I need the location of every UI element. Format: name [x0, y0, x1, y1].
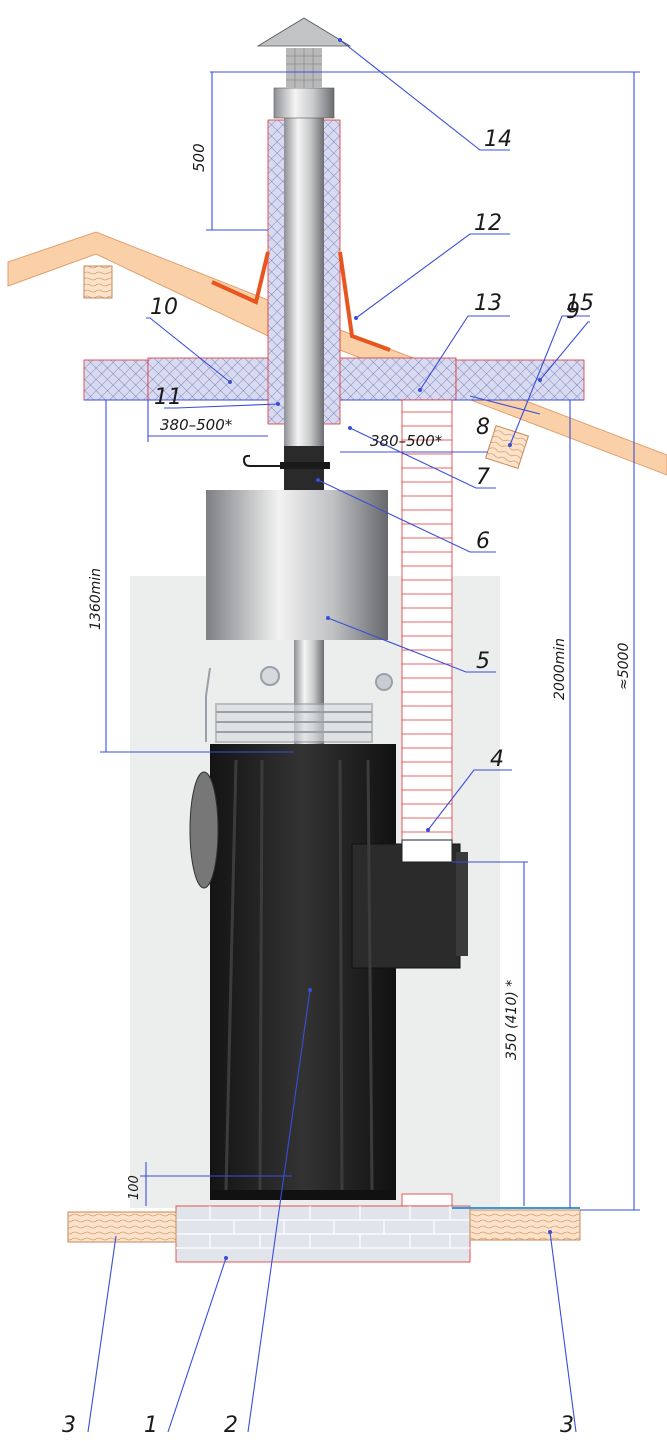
- dim-door-height: 350 (410) *: [504, 980, 520, 1060]
- callout-14: 14: [484, 127, 512, 152]
- stove-2: [189, 744, 468, 1200]
- roof-flashing-12: [211, 251, 391, 352]
- callout-5: 5: [476, 649, 490, 674]
- brick-wall-4: [401, 399, 453, 1207]
- dim-ceiling-to-stove: 1360min: [88, 568, 104, 630]
- clamp: [280, 462, 330, 469]
- callout-6: 6: [476, 529, 490, 554]
- callout-10: 10: [150, 295, 178, 320]
- callout-11: 11: [154, 385, 182, 410]
- ceiling: [83, 357, 585, 401]
- leader-dots: [224, 38, 552, 1260]
- callout-4: 4: [490, 747, 504, 772]
- roof-left-slope: [7, 231, 269, 337]
- leader-lines: [87, 39, 590, 1433]
- water-tank-5: [206, 490, 388, 640]
- floor-board-left: [67, 1211, 177, 1243]
- pipe-collar: [273, 87, 335, 119]
- floor-board-right: [469, 1209, 581, 1241]
- stove-side-window: [189, 771, 219, 889]
- dim-ceiling-clearance: 380–500*: [160, 416, 233, 434]
- callout-15: 15: [566, 291, 594, 316]
- roof-beam-15: [484, 424, 530, 470]
- callout-7: 7: [476, 465, 490, 490]
- dim-roof-clearance: 380–500*: [370, 432, 443, 450]
- ceiling-board-right: [455, 359, 585, 401]
- callout-9: 9: [566, 299, 580, 324]
- dim-floor-to-ceiling: 2000min: [552, 638, 568, 700]
- callout-8: 8: [476, 415, 490, 440]
- callout-3-left: 3: [62, 1413, 76, 1438]
- dimension-lines: [100, 71, 640, 1211]
- dim-total-height: ≈5000: [616, 643, 632, 690]
- stone-rack: [205, 666, 393, 743]
- callout-13: 13: [474, 291, 502, 316]
- callout-1: 1: [144, 1413, 158, 1438]
- clamp-hook: [242, 454, 280, 467]
- chimney-pipe: [284, 94, 324, 454]
- brick-base-1: [175, 1205, 471, 1263]
- dim-stove-base: 100: [127, 1175, 142, 1200]
- callout-12: 12: [474, 211, 502, 236]
- chimney-cap-14: [256, 17, 352, 47]
- callout-2: 2: [224, 1413, 238, 1438]
- ceiling-board-left: [83, 359, 149, 401]
- callout-3-right: 3: [560, 1413, 574, 1438]
- dim-cap-above-ridge: 500: [190, 143, 208, 172]
- ridge-beam: [83, 265, 113, 299]
